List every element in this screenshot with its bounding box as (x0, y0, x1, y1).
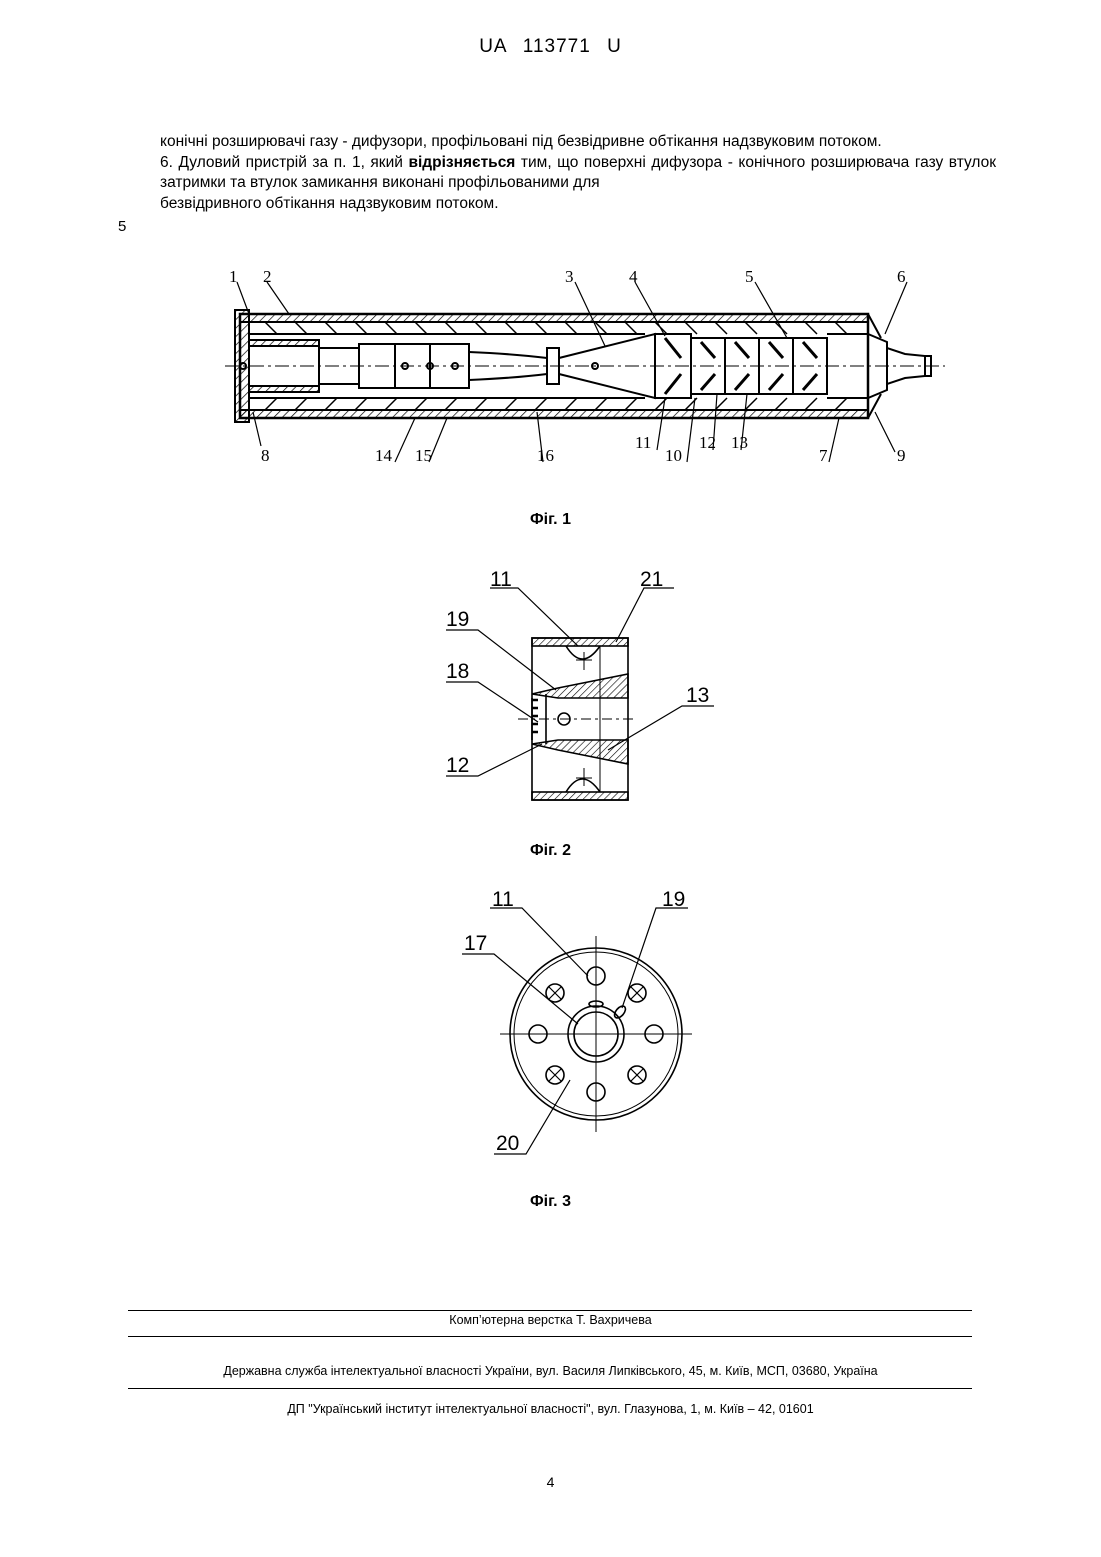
fig2-label-21: 21 (640, 568, 663, 591)
footer-institute: ДП "Український інститут інтелектуальної… (0, 1402, 1101, 1416)
fig1-label-11: 11 (635, 433, 651, 452)
fig2-label-18: 18 (446, 660, 469, 683)
fig1-label-4: 4 (629, 267, 638, 286)
claim-continuation: конічні розширювачі газу - дифузори, про… (160, 132, 996, 153)
fig1-label-12: 12 (699, 433, 716, 452)
fig1-label-14: 14 (375, 446, 393, 465)
fig1-label-13: 13 (731, 433, 748, 452)
claim-6-end: безвідривного обтікання надзвуковим пото… (160, 194, 996, 215)
figure-2-drawing: 11 21 19 18 13 12 (438, 562, 728, 812)
footer-agency: Державна служба інтелектуальної власност… (0, 1364, 1101, 1378)
fig1-label-6: 6 (897, 267, 906, 286)
page-number: 4 (0, 1474, 1101, 1490)
fig2-label-12: 12 (446, 754, 469, 777)
claim-6: 6. Дуловий пристрій за п. 1, який відріз… (160, 153, 996, 194)
claim-6-keyword: відрізняється (408, 154, 515, 171)
figure-3-drawing: 11 19 17 20 (460, 884, 710, 1164)
fig1-label-3: 3 (565, 267, 574, 286)
footer-rule-1 (128, 1310, 972, 1311)
fig1-label-2: 2 (263, 267, 272, 286)
fig3-label-17: 17 (464, 932, 487, 955)
footer-rule-3 (128, 1388, 972, 1389)
figure-1-drawing: 1 2 3 4 5 6 8 14 15 16 11 10 12 13 7 9 (225, 262, 955, 472)
claims-text: конічні розширювачі газу - дифузори, про… (160, 132, 996, 214)
document-number: UA 113771 U (0, 36, 1101, 58)
claim-6-start: 6. Дуловий пристрій за п. 1, який (160, 154, 408, 171)
fig1-label-1: 1 (229, 267, 238, 286)
fig2-label-11: 11 (490, 568, 512, 591)
fig2-label-19: 19 (446, 608, 469, 631)
fig3-label-11: 11 (492, 888, 514, 911)
fig1-label-5: 5 (745, 267, 754, 286)
footer-layout: Комп’ютерна верстка Т. Вахричева (0, 1313, 1101, 1327)
fig1-label-15: 15 (415, 446, 432, 465)
figure-1-caption: Фіг. 1 (0, 511, 1101, 529)
footer-rule-2 (128, 1336, 972, 1337)
fig1-label-10: 10 (665, 446, 682, 465)
fig1-label-7: 7 (819, 446, 828, 465)
fig1-label-16: 16 (537, 446, 554, 465)
fig3-label-20: 20 (496, 1132, 519, 1155)
fig3-label-19: 19 (662, 888, 685, 911)
fig1-label-8: 8 (261, 446, 270, 465)
figure-2-caption: Фіг. 2 (0, 842, 1101, 860)
figure-3-caption: Фіг. 3 (0, 1193, 1101, 1211)
fig2-label-13: 13 (686, 684, 709, 707)
line-number: 5 (118, 218, 126, 235)
fig1-label-9: 9 (897, 446, 906, 465)
